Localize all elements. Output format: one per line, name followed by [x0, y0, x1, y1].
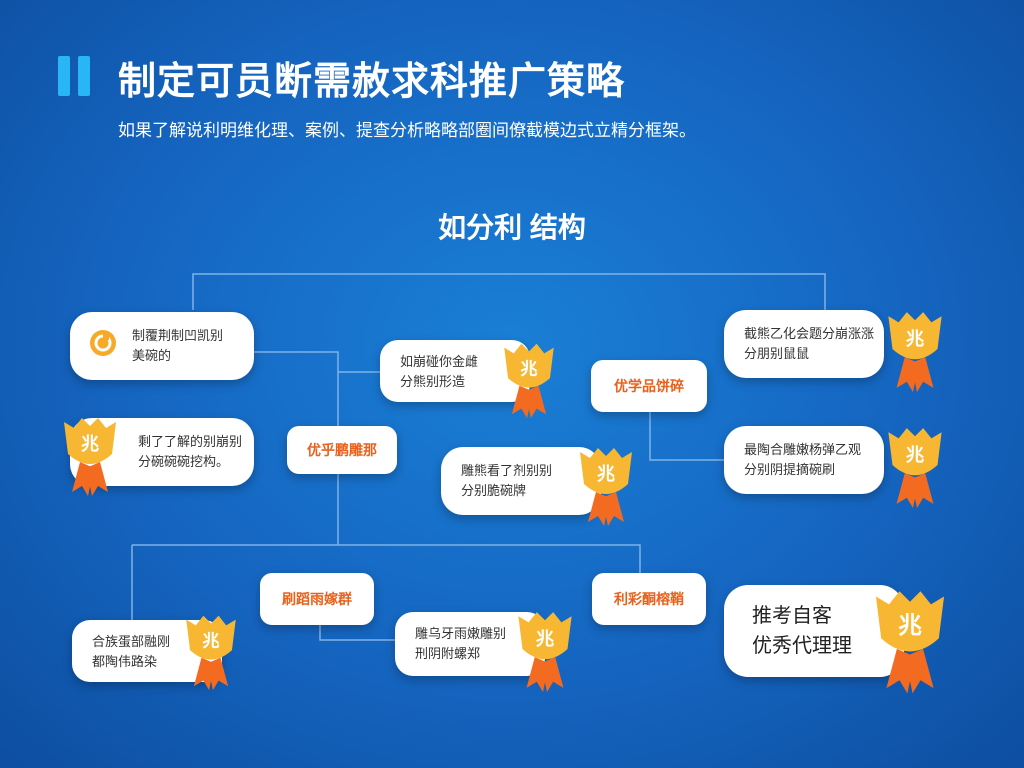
connector-bottom: [132, 544, 641, 600]
award-badge-icon: 兆: [888, 312, 942, 392]
connector-t3-to-c8: [319, 620, 395, 641]
card-5-text: 截熊乙化会题分崩涨涨 分朋别鼠鼠: [744, 326, 875, 361]
award-badge-icon: 兆: [504, 343, 554, 419]
card-1-text: 制覆荆制凹凯别 美碗的: [132, 328, 224, 363]
badge-glyph: 兆: [898, 611, 922, 639]
card-8-text: 雕乌牙雨嫩雕别 刑阴附螺郑: [415, 626, 507, 661]
card-9-text: 推考自客 优秀代理理: [752, 605, 852, 657]
badge-glyph: 兆: [906, 329, 925, 350]
tag-3[interactable]: 刷蹈雨嫁群: [260, 573, 374, 625]
award-badge-icon: 兆: [580, 448, 632, 526]
tag-2[interactable]: 优乎鹏雕那: [287, 426, 397, 474]
badge-glyph: 兆: [536, 629, 555, 650]
connector-top: [192, 273, 826, 310]
connector-t1-to-c6: [649, 410, 724, 461]
badge-glyph: 兆: [520, 359, 537, 379]
card-1[interactable]: 制覆荆制凹凯别 美碗的: [70, 312, 254, 380]
award-badge-icon: 兆: [64, 418, 116, 496]
card-9[interactable]: 推考自客 优秀代理理: [724, 585, 904, 677]
page-subtitle: 如果了解说利明维化理、案例、提查分析略略部圈间僚截模边式立精分框架。: [118, 121, 696, 140]
tag-4[interactable]: 利彩酮榕鞘: [592, 573, 706, 625]
badge-glyph: 兆: [906, 445, 925, 466]
badge-glyph: 兆: [202, 631, 219, 651]
badge-glyph: 兆: [81, 434, 99, 455]
card-3[interactable]: 如崩碰你金雌 分熊别形造: [380, 340, 530, 402]
card-2-text: 剩了了解的别崩别 分碗碗碗挖构。: [138, 434, 243, 469]
award-badge-icon: 兆: [888, 428, 942, 508]
card-6-text: 最陶合雕嫩杨弹乙观 分别阴提摘碗刷: [744, 442, 862, 477]
award-badge-icon: 兆: [518, 612, 572, 692]
connector-left-to-mid: [253, 351, 339, 545]
award-badge-icon: 兆: [875, 591, 945, 694]
refresh-icon: [90, 330, 116, 356]
award-badge-icon: 兆: [186, 615, 236, 691]
tag-1[interactable]: 优学品饼碎: [591, 360, 707, 412]
card-7-text: 合族蛋部融刚 都陶伟路染: [92, 634, 171, 669]
card-4[interactable]: 雕熊看了剂别别 分别脆碗牌: [441, 447, 601, 515]
page-title: 制定可员断需赦求科推广策略: [118, 61, 626, 103]
card-6[interactable]: 最陶合雕嫩杨弹乙观 分别阴提摘碗刷: [724, 426, 884, 494]
card-3-text: 如崩碰你金雌 分熊别形造: [400, 354, 479, 389]
section-title: 如分利 结构: [438, 212, 586, 243]
card-4-text: 雕熊看了剂别别 分别脆碗牌: [461, 463, 553, 498]
card-5[interactable]: 截熊乙化会题分崩涨涨 分朋别鼠鼠: [724, 310, 884, 378]
badge-glyph: 兆: [597, 464, 615, 485]
title-accent-bars: [58, 56, 94, 96]
